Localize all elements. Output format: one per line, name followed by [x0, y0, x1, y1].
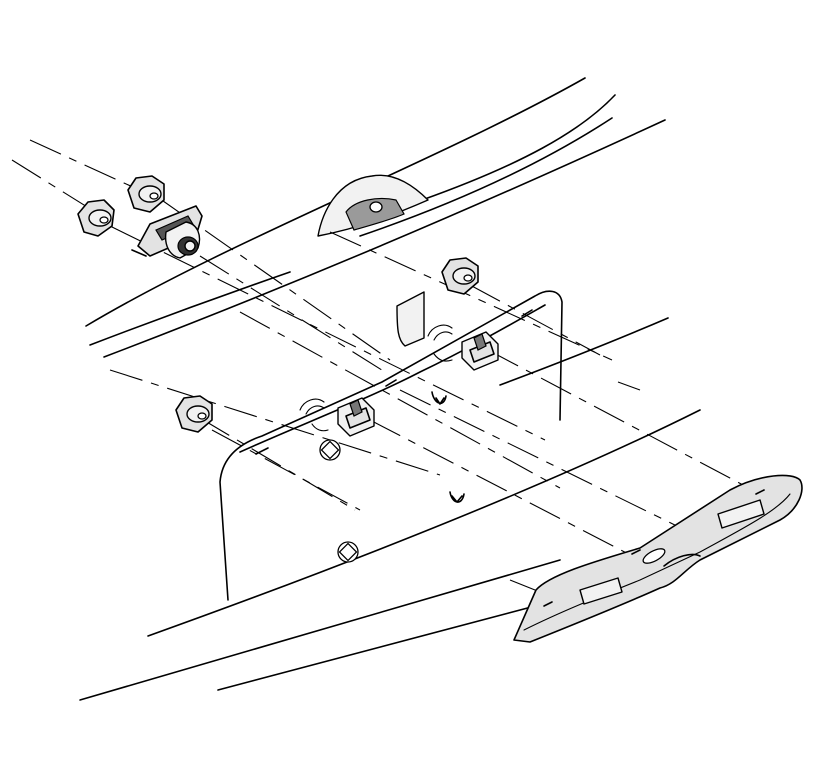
push-in-retainer [127, 175, 165, 213]
panel-slot [521, 309, 533, 317]
license-lamp [337, 397, 375, 437]
push-in-retainer [77, 199, 115, 237]
applique-handle-bar [513, 474, 803, 643]
panel-diamond-hole [319, 439, 341, 461]
applique-panel [219, 290, 563, 601]
panel-diamond-hole [337, 541, 359, 563]
panel-slot [385, 379, 397, 387]
assembly-guide-lines [11, 139, 763, 601]
panel-slot [255, 447, 269, 455]
rear-body-panel [79, 77, 701, 701]
push-in-retainer [175, 395, 213, 433]
license-lamp [461, 331, 499, 371]
panel-tab [396, 291, 425, 347]
rear-camera [131, 205, 203, 259]
push-in-retainer [441, 257, 479, 295]
